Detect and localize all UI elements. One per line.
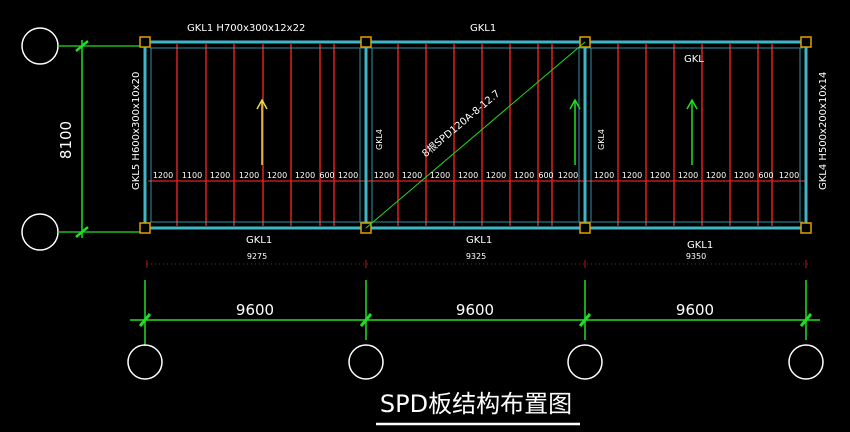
panel-width-label: 1100 (182, 171, 202, 180)
beam-inner-edges (150, 47, 803, 223)
vertical-dim-tick-top (75, 40, 89, 52)
bay-dim-2: 9600 (456, 301, 494, 319)
bay-dimension-ticks (138, 313, 813, 327)
panel-width-label: 1200 (239, 171, 259, 180)
beam-label-right-column: GKL4 H500x200x10x14 (818, 72, 829, 190)
panel-width-label: 1200 (622, 171, 642, 180)
axis-bubble-top-left (21, 27, 59, 65)
panel-width-label: 1200 (210, 171, 230, 180)
panel-width-label: 1200 (678, 171, 698, 180)
panel-width-label: 1200 (374, 171, 394, 180)
panel-width-label: 1200 (734, 171, 754, 180)
span-arrow-yellow (256, 98, 268, 165)
span-arrow-green-mid (569, 98, 581, 165)
panel-width-label: 1200 (486, 171, 506, 180)
panel-width-label: 1200 (430, 171, 450, 180)
slab-joint-lines (176, 44, 773, 226)
beam-label-inner-right: GKL4 (597, 129, 606, 150)
beam-frame (143, 40, 808, 230)
panel-width-label: 1200 (458, 171, 478, 180)
axis-bubble-bottom-left (21, 213, 59, 251)
beam-label-top-right: GKL (684, 54, 704, 65)
panel-width-label: 600 (758, 171, 773, 180)
panel-width-label: 1200 (706, 171, 726, 180)
panel-labels-bay1: 1200 1100 1200 1200 1200 1200 600 1200 (153, 171, 358, 180)
drawing-title: SPD板结构布置图 (380, 390, 572, 418)
span-dimension-line (146, 260, 808, 268)
beam-label-inner-left: GKL4 (375, 129, 384, 150)
panel-labels-bay2: 1200 1200 1200 1200 1200 1200 600 1200 (374, 171, 578, 180)
beam-label-bottom-right: GKL1 (687, 240, 713, 251)
panel-width-label: 1200 (779, 171, 799, 180)
panel-width-label: 1200 (514, 171, 534, 180)
panel-width-label: 1200 (153, 171, 173, 180)
bottom-axis-bubbles (127, 340, 824, 380)
beam-label-bottom-mid: GKL1 (466, 235, 492, 246)
panel-width-label: 1200 (594, 171, 614, 180)
bay-dimension-line (130, 280, 820, 340)
bay-dim-3: 9600 (676, 301, 714, 319)
span-length-1: 9275 (247, 252, 267, 261)
panel-labels-bay3: 1200 1200 1200 1200 1200 1200 600 1200 (594, 171, 799, 180)
beam-label-left-column: GKL5 H600x300x10x20 (131, 72, 142, 190)
column-square (139, 36, 151, 48)
diagonal-span-line (365, 41, 586, 229)
span-arrow-green-right (686, 98, 698, 165)
column-square (800, 222, 812, 234)
panel-width-label: 1200 (402, 171, 422, 180)
panel-width-label: 1200 (267, 171, 287, 180)
bay-dim-1: 9600 (236, 301, 274, 319)
panel-width-label: 1200 (650, 171, 670, 180)
panel-width-label: 1200 (295, 171, 315, 180)
beam-label-top-mid: GKL1 (470, 23, 496, 34)
beam-label-bottom-left: GKL1 (246, 235, 272, 246)
column-square (579, 222, 591, 234)
column-square (139, 222, 151, 234)
panel-width-label: 600 (538, 171, 553, 180)
panel-width-label: 1200 (558, 171, 578, 180)
span-length-2: 9325 (466, 252, 486, 261)
beam-label-top-left: GKL1 H700x300x12x22 (187, 23, 305, 34)
span-length-3: 9350 (686, 252, 706, 261)
panel-width-label: 600 (319, 171, 334, 180)
vertical-dim-text: 8100 (57, 121, 75, 159)
column-square (360, 36, 372, 48)
panel-width-label: 1200 (338, 171, 358, 180)
vertical-dim-tick-bottom (75, 226, 89, 238)
column-square (800, 36, 812, 48)
